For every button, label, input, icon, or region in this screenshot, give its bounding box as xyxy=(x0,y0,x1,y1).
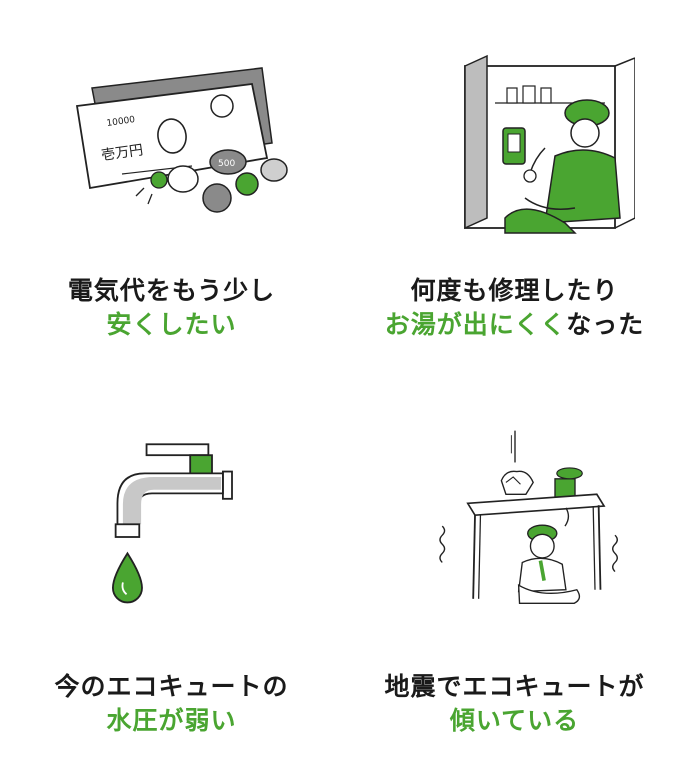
caption-line-1: 今のエコキュートの xyxy=(54,672,289,701)
repair-worker-icon xyxy=(463,54,635,234)
caption-line-2: 水圧が弱い xyxy=(106,706,237,735)
concern-caption: 今のエコキュートの 水圧が弱い xyxy=(0,670,343,738)
caption-line-1: 電気代をもう少し xyxy=(67,276,276,305)
svg-text:壱万円: 壱万円 xyxy=(100,141,144,164)
money-icon: 10000 壱万円 500 xyxy=(75,67,288,213)
caption-line-2: 安くしたい xyxy=(106,310,237,339)
faucet-drop-icon xyxy=(111,443,233,604)
caption-line-2: お湯が出にくくなった xyxy=(343,308,686,342)
concern-card-tilted: 地震でエコキュートが 傾いている xyxy=(343,387,686,774)
concern-caption: 何度も修理したり お湯が出にくくなった xyxy=(343,274,686,342)
concern-caption: 電気代をもう少し 安くしたい xyxy=(0,274,343,342)
concern-card-water-pressure: 今のエコキュートの 水圧が弱い xyxy=(0,387,343,774)
caption-line-2-rest: なった xyxy=(566,310,645,339)
caption-line-2-highlight: お湯が出にくく xyxy=(384,310,567,339)
concern-card-repair: 何度も修理したり お湯が出にくくなった xyxy=(343,0,686,387)
caption-line-1: 地震でエコキュートが xyxy=(384,672,645,701)
earthquake-icon xyxy=(438,430,618,605)
caption-line-2: 傾いている xyxy=(449,706,580,735)
svg-text:500: 500 xyxy=(218,159,235,169)
caption-line-1: 何度も修理したり xyxy=(410,276,619,305)
svg-text:10000: 10000 xyxy=(106,115,136,129)
concern-caption: 地震でエコキュートが 傾いている xyxy=(343,670,686,738)
concern-card-electricity: 10000 壱万円 500 電気代をもう少し 安くしたい xyxy=(0,0,343,387)
